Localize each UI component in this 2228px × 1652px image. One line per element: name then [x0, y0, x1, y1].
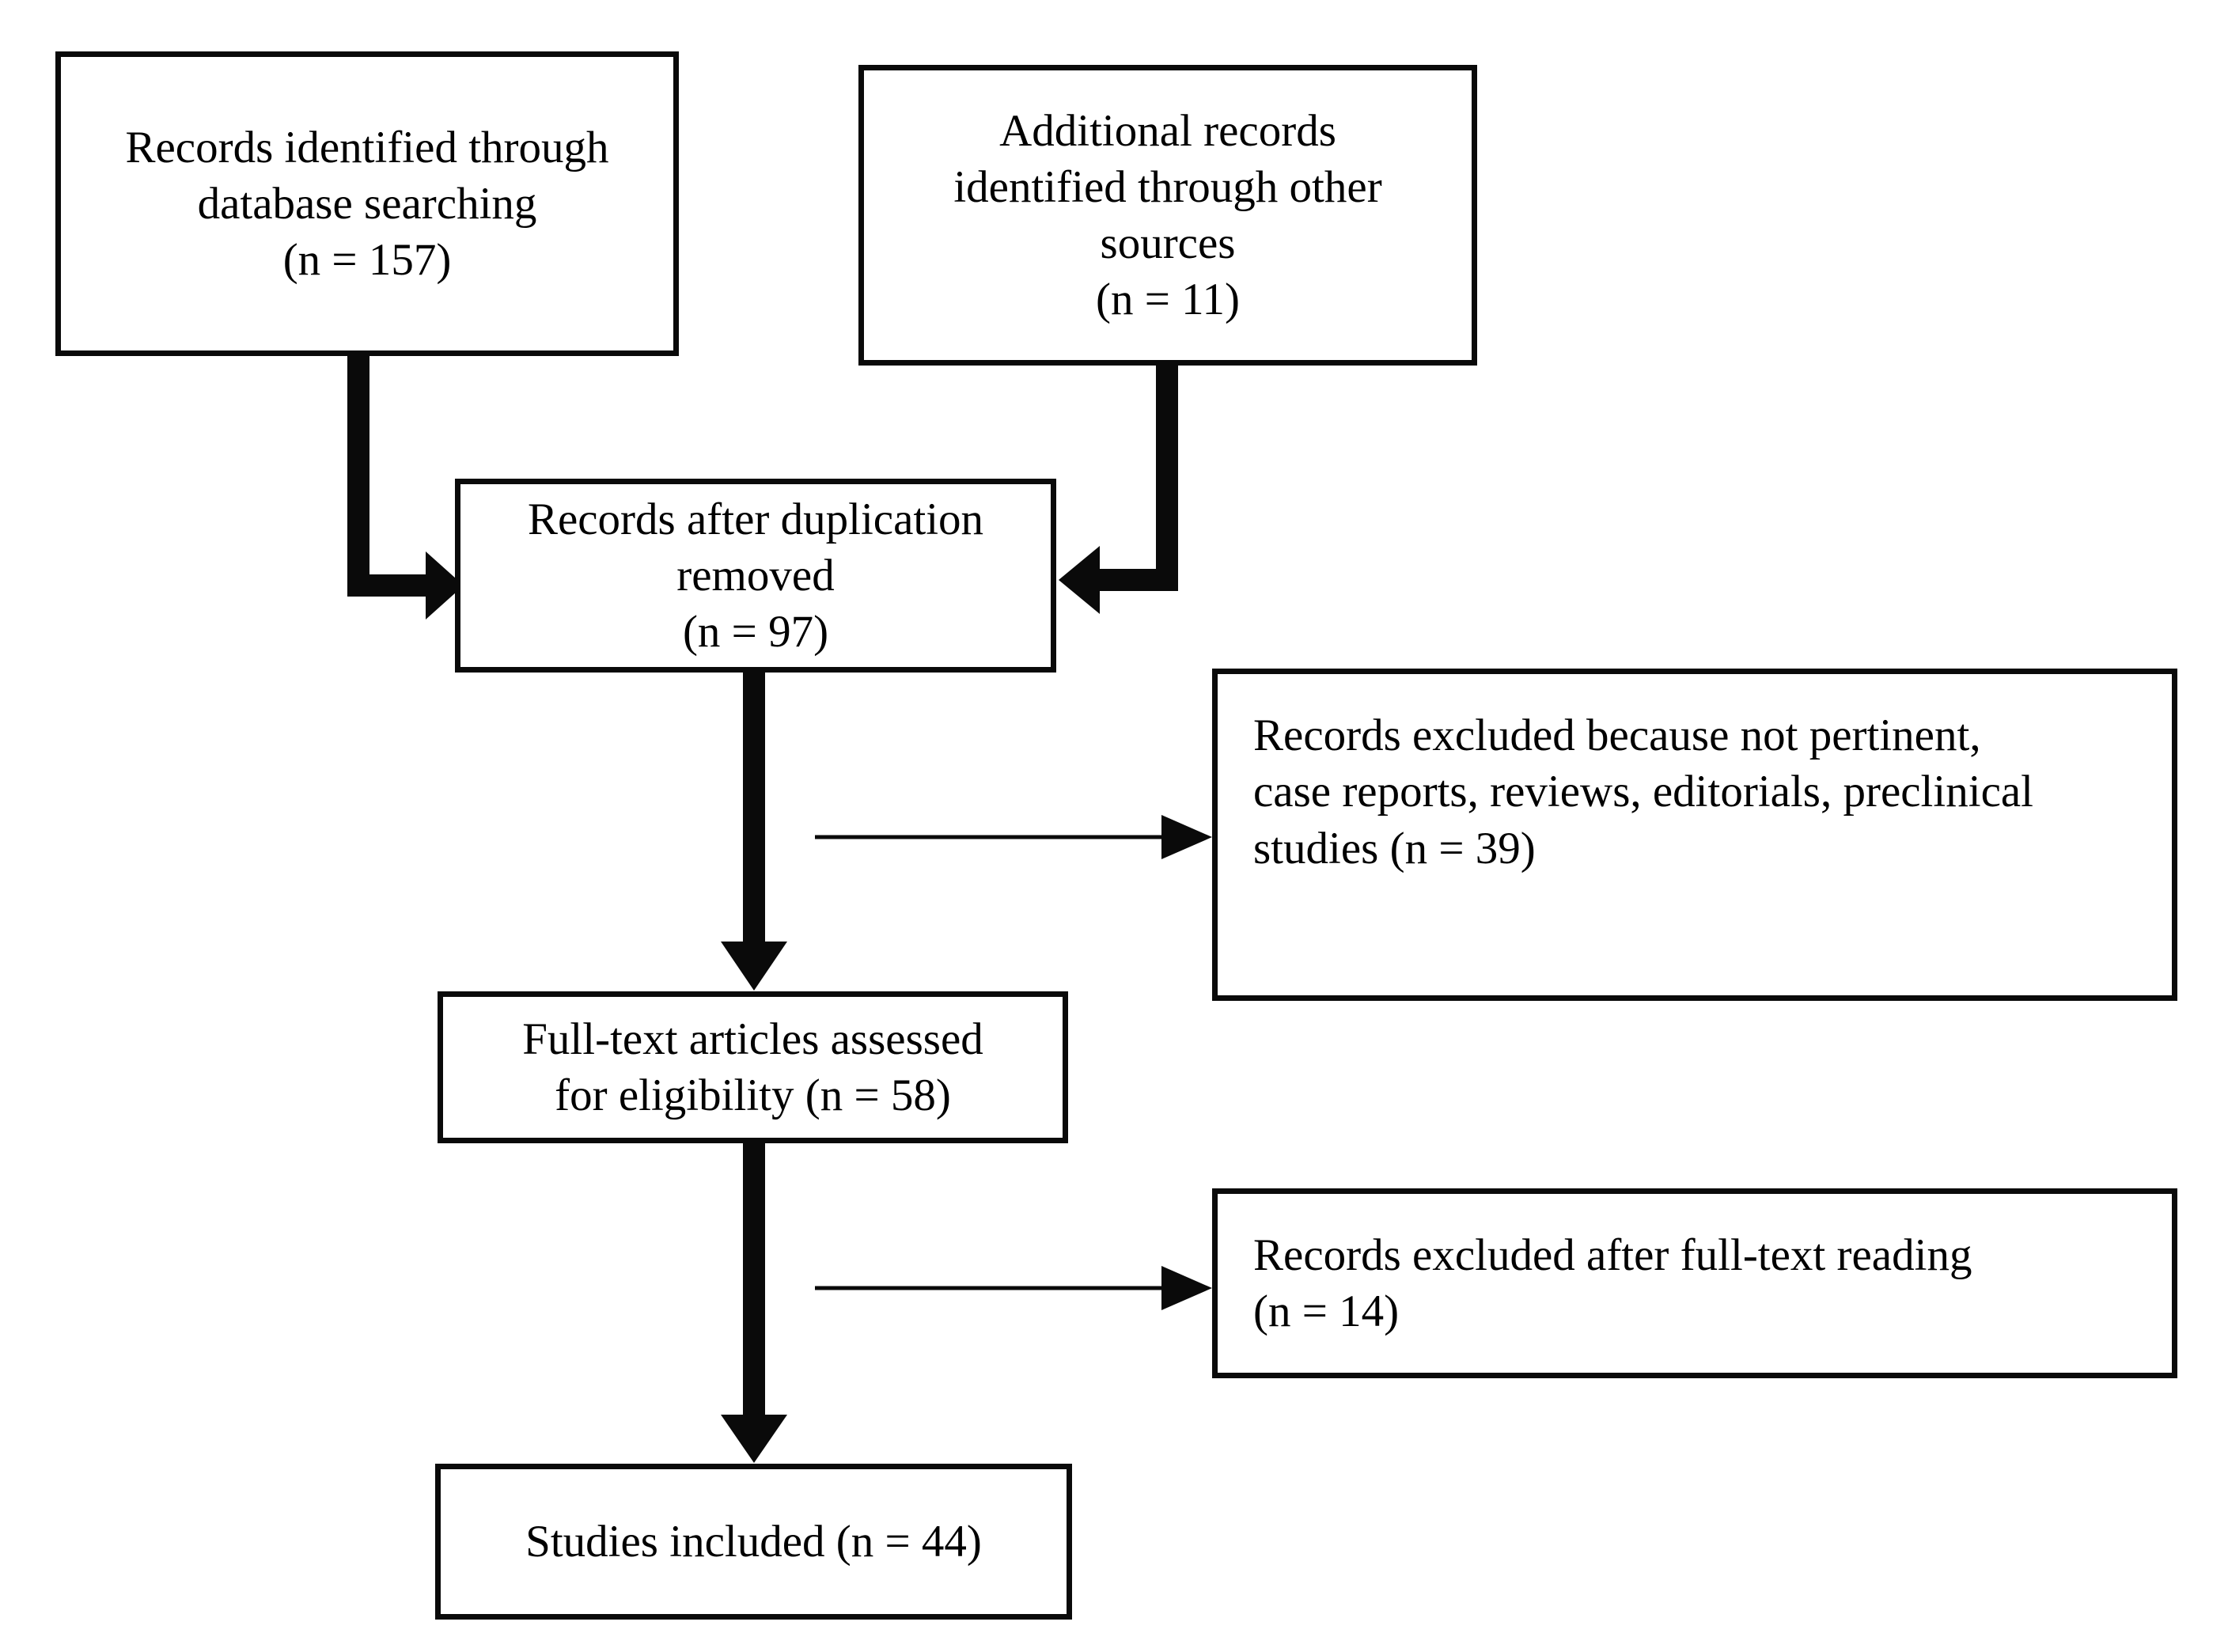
- box-records-excluded-full-text-label: Records excluded after full-text reading…: [1253, 1230, 1972, 1337]
- box-records-excluded-full-text: Records excluded after full-text reading…: [1212, 1188, 2177, 1378]
- box-records-identified: Records identified through database sear…: [55, 51, 679, 356]
- arrow-duplication-to-fulltext: [721, 673, 787, 991]
- arrowhead-right-icon: [1161, 815, 1212, 859]
- box-records-identified-label: Records identified through database sear…: [125, 122, 609, 286]
- arrow-elbow-left-shaft: [347, 356, 426, 597]
- box-records-excluded-screening: Records excluded because not pertinent, …: [1212, 669, 2177, 1001]
- arrow-to-excluded-screening: [815, 815, 1212, 859]
- box-studies-included: Studies included (n = 44): [435, 1464, 1072, 1620]
- arrow-to-excluded-fulltext: [815, 1266, 1212, 1310]
- box-studies-included-label: Studies included (n = 44): [525, 1516, 982, 1567]
- box-records-excluded-screening-label: Records excluded because not pertinent, …: [1253, 710, 2034, 873]
- box-records-after-duplication: Records after duplication removed (n = 9…: [455, 479, 1056, 673]
- box-additional-records-label: Additional records identified through ot…: [953, 105, 1382, 325]
- arrow-additional-to-duplication: [1059, 366, 1178, 614]
- arrow-identified-to-duplication: [347, 356, 464, 620]
- box-full-text-assessed-label: Full-text articles assessed for eligibil…: [522, 1014, 983, 1120]
- arrowhead-down-icon: [721, 942, 787, 991]
- arrow-elbow-right-shaft: [1100, 366, 1178, 591]
- box-full-text-assessed: Full-text articles assessed for eligibil…: [438, 991, 1068, 1143]
- arrowhead-right-icon: [1161, 1266, 1212, 1310]
- box-additional-records: Additional records identified through ot…: [858, 65, 1477, 366]
- arrowhead-left-icon: [1059, 546, 1100, 614]
- arrow-fulltext-to-included: [721, 1143, 787, 1463]
- box-records-after-duplication-label: Records after duplication removed (n = 9…: [527, 494, 984, 657]
- arrowhead-down-icon: [721, 1415, 787, 1463]
